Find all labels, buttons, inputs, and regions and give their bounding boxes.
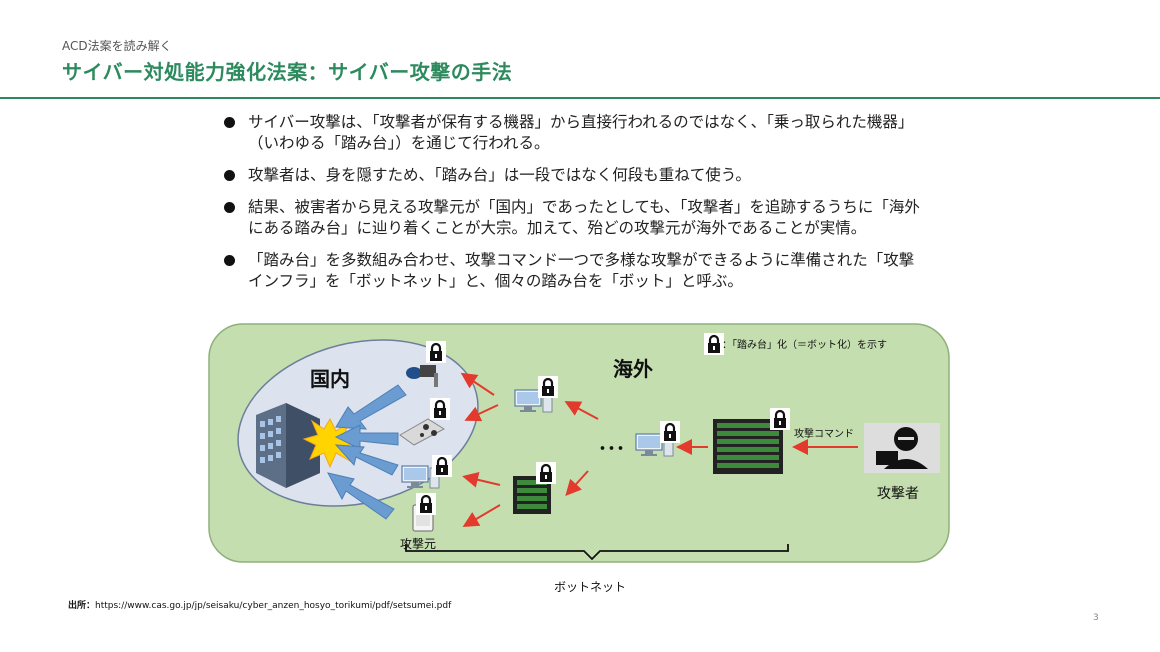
legend-text: ：「踏み台」化（＝ボット化）を示す: [722, 338, 887, 351]
blue-attack-arrows: [327, 384, 407, 520]
bullet-list: サイバー攻撃は、「攻撃者が保有する機器」から直接行われるのではなく、「乗っ取られ…: [224, 112, 924, 303]
source-link[interactable]: https://www.cas.go.jp/jp/seisaku/cyber_a…: [95, 601, 452, 611]
section-subtitle: ACD法案を読み解く: [62, 39, 172, 53]
command-server-icon: [713, 419, 783, 474]
bullet-dot-icon: [224, 255, 235, 266]
attack-source-label: 攻撃元: [400, 536, 436, 551]
header-divider: [0, 97, 1160, 99]
bullet-text: サイバー攻撃は、「攻撃者が保有する機器」から直接行われるのではなく、「乗っ取られ…: [248, 113, 914, 152]
security-camera-icon: [406, 365, 438, 387]
legend-lock-icon: [702, 331, 726, 357]
bullet-item: 「踏み台」を多数組み合わせ、攻撃コマンド一つで多様な攻撃ができるように準備された…: [224, 250, 924, 292]
bullet-text: 「踏み台」を多数組み合わせ、攻撃コマンド一つで多様な攻撃ができるように準備された…: [248, 251, 915, 290]
lock-icon: [430, 453, 454, 479]
red-command-arrows: [460, 372, 858, 528]
bullet-dot-icon: [224, 170, 235, 181]
overseas-label: 海外: [613, 357, 653, 381]
bullet-item: 結果、被害者から見える攻撃元が「国内」であったとしても、「攻撃者」を追跡するうち…: [224, 197, 924, 239]
source-footer: 出所：https://www.cas.go.jp/jp/seisaku/cybe…: [68, 598, 451, 611]
botnet-label: ボットネット: [554, 580, 627, 594]
lock-icon: [534, 460, 558, 486]
lock-icon: [536, 374, 560, 400]
bullet-dot-icon: [224, 202, 235, 213]
bullet-dot-icon: [224, 117, 235, 128]
lock-icon: [424, 339, 448, 365]
domestic-label: 国内: [310, 367, 350, 391]
bullet-item: 攻撃者は、身を隠すため、「踏み台」は一段ではなく何段も重ねて使う。: [224, 165, 924, 186]
building-icon: [256, 403, 320, 488]
attacker-label: 攻撃者: [877, 486, 919, 502]
page-title: サイバー対処能力強化法案：サイバー攻撃の手法: [62, 60, 513, 84]
page-number: 3: [1093, 613, 1099, 623]
ellipsis-text: ･･･: [598, 439, 625, 460]
botnet-diagram: 国内 攻撃元 海外: [208, 323, 950, 563]
bullet-item: サイバー攻撃は、「攻撃者が保有する機器」から直接行われるのではなく、「乗っ取られ…: [224, 112, 924, 154]
command-label: 攻撃コマンド: [794, 427, 854, 440]
lock-icon: [428, 396, 452, 422]
lock-icon: [414, 491, 438, 517]
bullet-text: 結果、被害者から見える攻撃元が「国内」であったとしても、「攻撃者」を追跡するうち…: [248, 198, 920, 237]
attacker-icon: [864, 423, 940, 473]
lock-icon: [768, 406, 792, 432]
iot-device-icon: [399, 418, 445, 446]
bullet-text: 攻撃者は、身を隠すため、「踏み台」は一段ではなく何段も重ねて使う。: [248, 166, 751, 184]
source-prefix: 出所：: [68, 601, 96, 611]
lock-icon: [658, 419, 682, 445]
botnet-brace: [405, 544, 789, 561]
